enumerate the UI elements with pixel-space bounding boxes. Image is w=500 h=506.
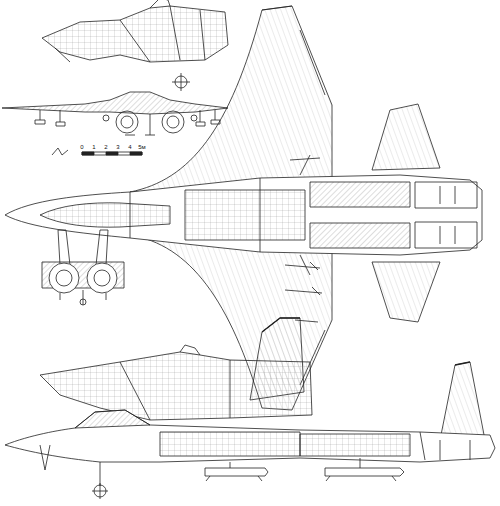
scale-label: 1 <box>91 144 96 150</box>
scale-label: 3 <box>115 144 120 150</box>
plan-view <box>5 6 482 410</box>
side-view-upper <box>40 318 312 420</box>
scale-label: 0 <box>79 144 84 150</box>
side-view <box>5 362 495 499</box>
section-view <box>42 0 228 91</box>
front-view <box>2 92 228 135</box>
scale-label: 5м <box>137 144 146 150</box>
end-view <box>42 230 124 305</box>
scale-label: 2 <box>103 144 108 150</box>
scale-label: 4 <box>127 144 132 150</box>
